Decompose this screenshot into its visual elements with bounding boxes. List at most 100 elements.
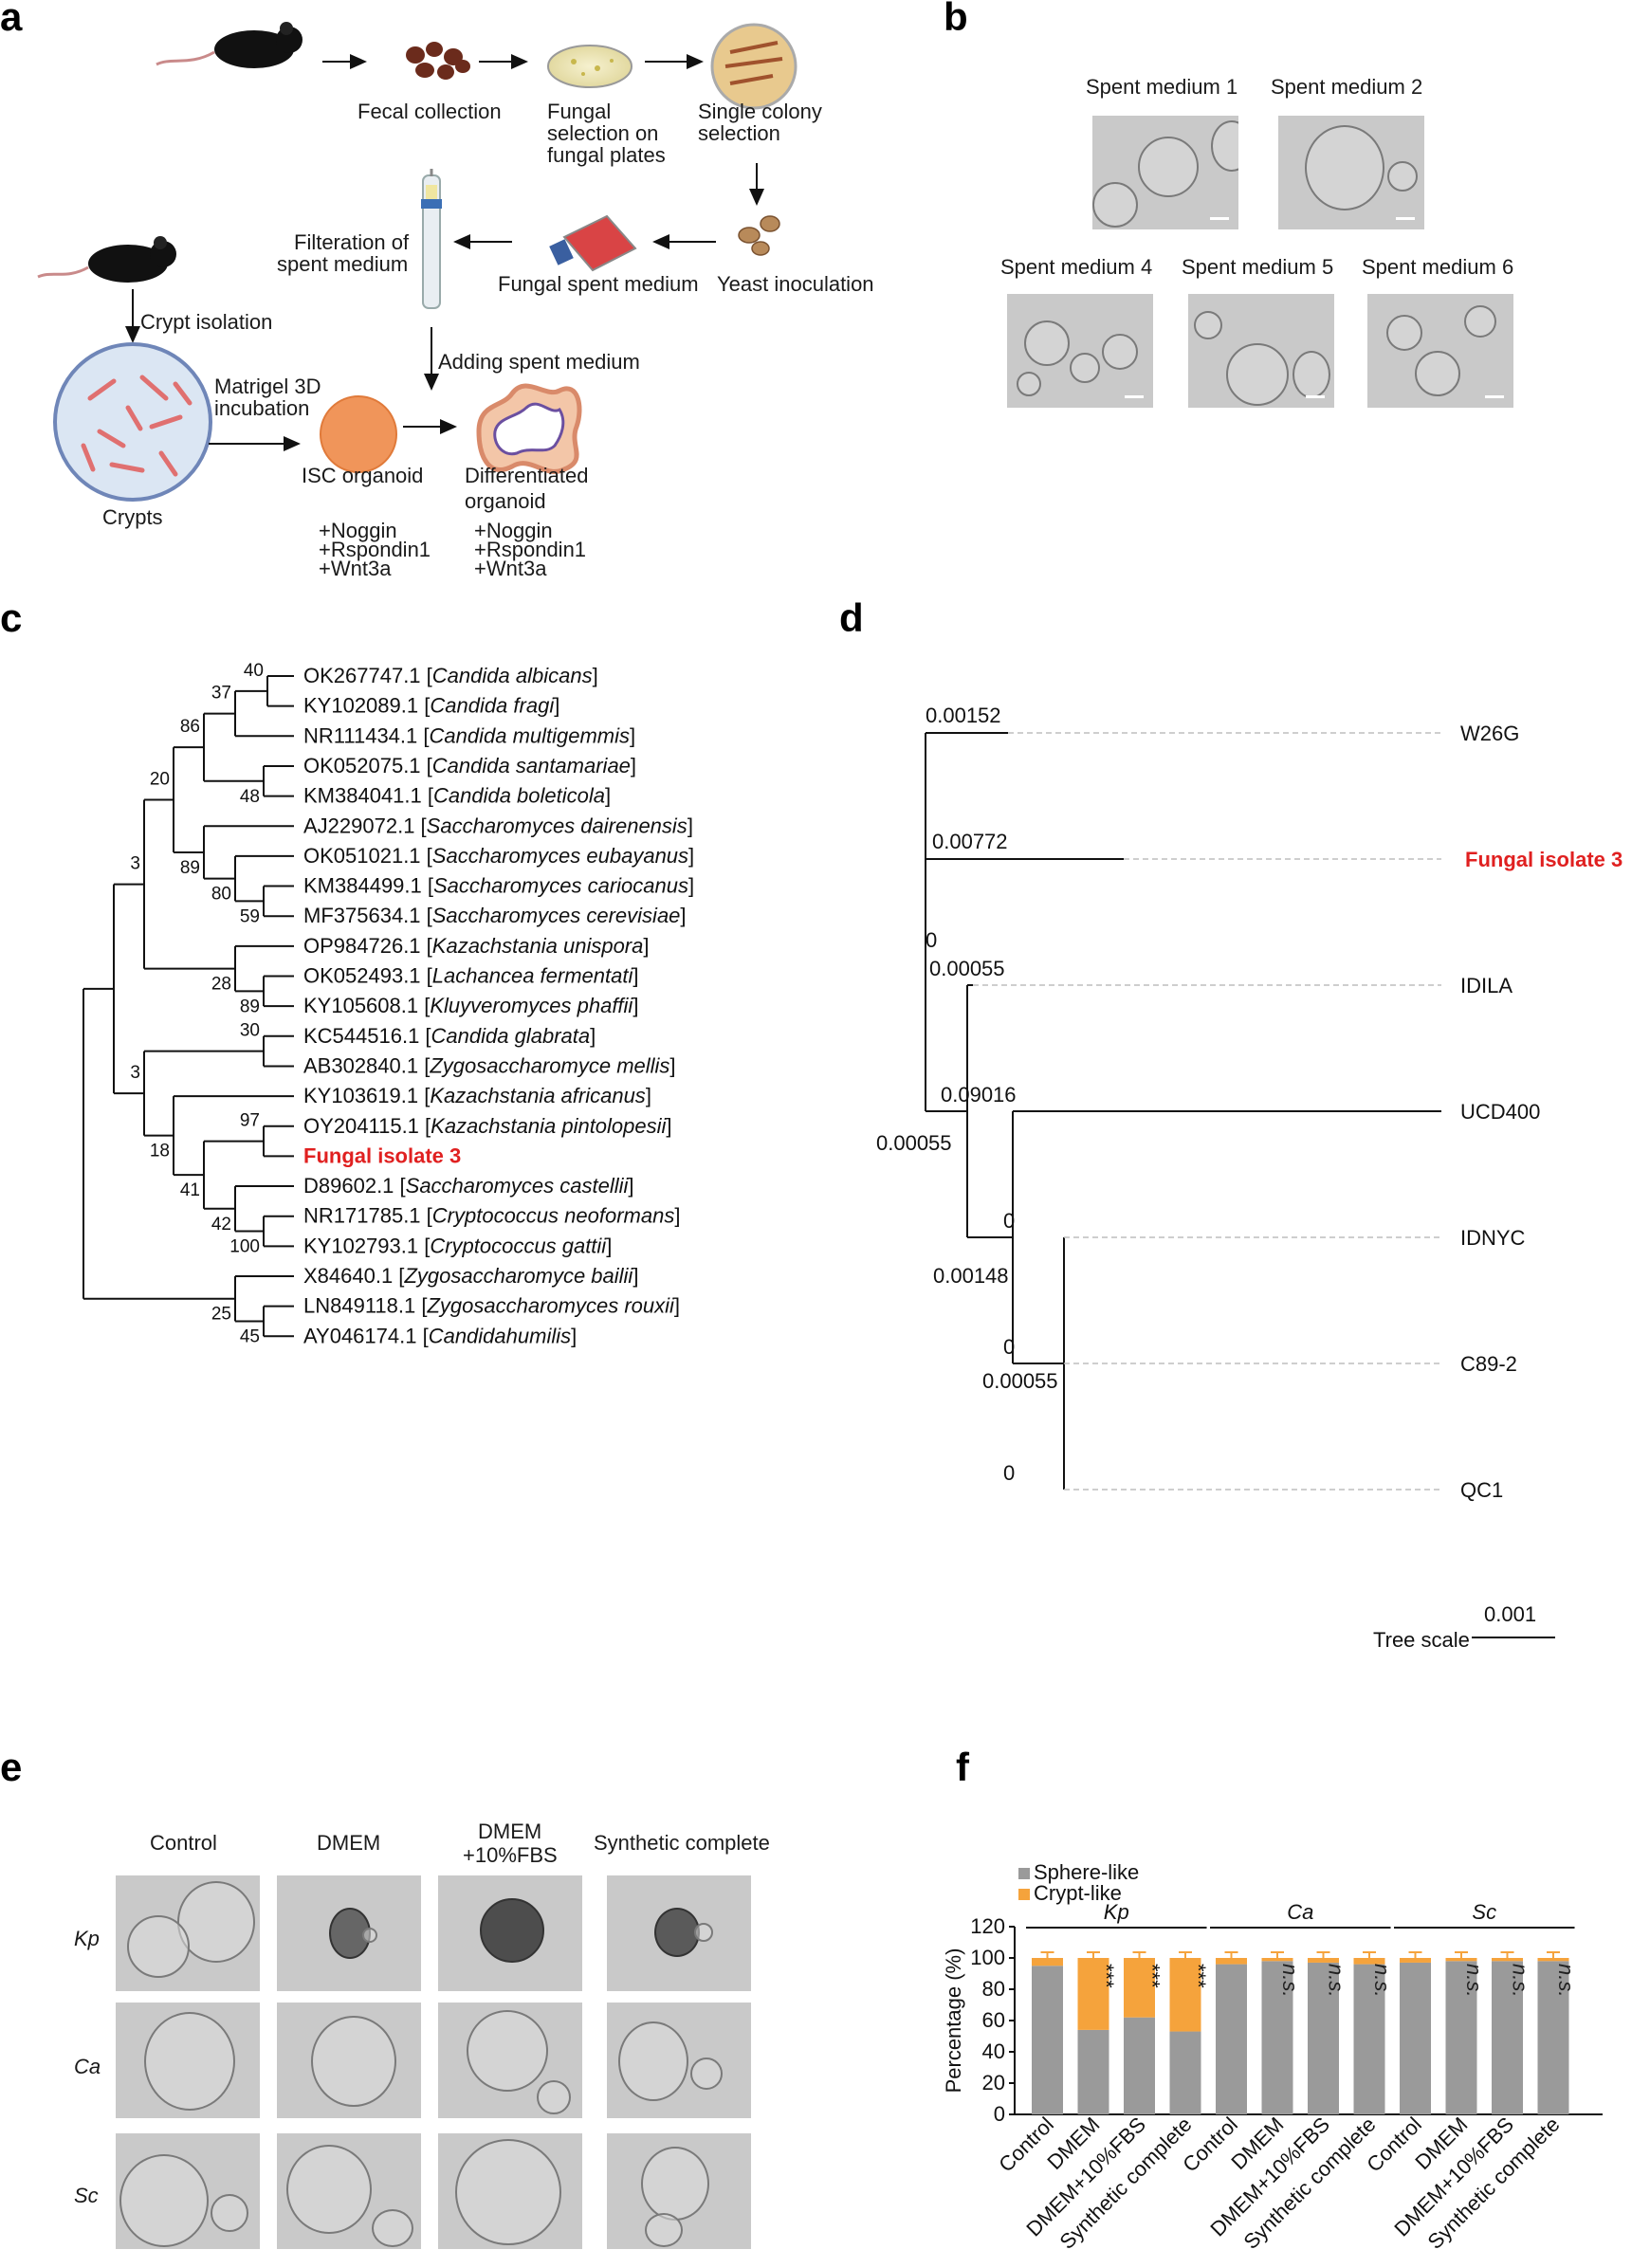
workflow-diagram [37,22,798,502]
b-title-4: Spent medium 4 [1000,255,1153,279]
e-image-sc-synthetic [607,2133,751,2249]
tree-c-leaf-label: NR111434.1 [Candida multigemmis] [303,723,635,747]
e-image-kp-control [116,1875,260,1991]
bar-annotation: n.s. [1278,1964,1302,1997]
label-fungal-selection-3: fungal plates [547,143,666,167]
crypts-illustration [53,342,212,502]
tree-c-leaf: D89602.1 [Saccharomyces castellii] [303,1174,634,1198]
tree-c-leaf: AJ229072.1 [Saccharomyces dairenensis] [303,814,693,837]
tree-c-leaf: KY105608.1 [Kluyveromyces phaffii] [303,994,638,1017]
tree-c-leaf: KY103619.1 [Kazachstania africanus] [303,1084,651,1107]
tree-c-leaf: KY102089.1 [Candida fragi] [303,694,559,718]
e-row-sc: Sc [74,2184,99,2207]
e-image-ca-control [116,2003,260,2118]
tree-c-leaf-label: AY046174.1 [Candidahumilis] [303,1324,577,1347]
label-noggin-left: +Noggin [319,519,397,542]
tree-c-leaf: MF375634.1 [Saccharomyces cerevisiae] [303,904,687,927]
tree-c-bootstrap: 3 [130,854,140,874]
bar-annotation: *** [1094,1964,1118,1988]
bar-crypt-like [1216,1958,1247,1965]
label-fungal-spent-medium: Fungal spent medium [498,272,699,296]
tree-c-leaf-label: NR171785.1 [Cryptococcus neoformans] [303,1204,680,1228]
e-image-sc-control [116,2133,260,2249]
group-label: Ca [1287,1900,1313,1924]
bar-annotation: n.s. [1509,1964,1532,1997]
label-crypts: Crypts [102,505,163,529]
bar-crypt-like [1492,1958,1523,1962]
bar-sphere-like [1353,1964,1385,2114]
bar-annotation: *** [1141,1964,1164,1988]
tree-d-branch-label: 0 [926,928,937,952]
tree-c-bootstrap: 42 [211,1215,231,1235]
tree-c-bootstrap: 59 [240,906,260,926]
bar-sphere-like [1169,2031,1201,2114]
panel-label-e: e [0,1745,23,1789]
tree-c-leaf-label: AB302840.1 [Zygosaccharomyce mellis] [303,1053,676,1077]
bar-crypt-like [1261,1958,1293,1962]
tree-c-leaf-label: OK052493.1 [Lachancea fermentati] [303,964,638,988]
tree-d-branch-label: 0.00055 [876,1131,952,1155]
tree-c-bootstrap: 28 [211,975,231,995]
e-row-ca: Ca [74,2055,101,2078]
tree-c-leaf: X84640.1 [Zygosaccharomyce bailii] [303,1264,638,1288]
bar-sphere-like [1124,2017,1155,2114]
tree-c-leaf-label: LN849118.1 [Zygosaccharomyces rouxii] [303,1294,680,1318]
panel-c-tree: 403786482089805932889303971841421002545 … [82,661,694,1347]
tree-c-bootstrap: 45 [240,1326,260,1346]
label-fecal-collection: Fecal collection [358,100,502,123]
tree-c-bootstrap: 37 [211,684,231,704]
bar-sphere-like [1445,1961,1477,2114]
bar-annotation: n.s. [1325,1964,1348,1997]
tree-c-leaf-label: AJ229072.1 [Saccharomyces dairenensis] [303,814,693,837]
label-differentiated-1: Differentiated [465,464,589,487]
y-tick-label: 120 [970,1914,1005,1938]
label-yeast-inoculation: Yeast inoculation [717,272,874,296]
e-col-dmem: DMEM [317,1831,381,1855]
panel-label-a: a [0,0,23,39]
isc-organoid-illustration [320,395,397,473]
bar-annotation: n.s. [1462,1964,1486,1997]
tree-c-bootstrap: 100 [229,1237,260,1257]
label-filtration-2: spent medium [277,252,409,276]
label-differentiated-2: organoid [465,489,546,513]
tree-c-leaf: KM384041.1 [Candida boleticola] [303,784,611,808]
bar-annotation: *** [1186,1964,1210,1988]
bar-crypt-like [1032,1958,1063,1966]
b-title-6: Spent medium 6 [1362,255,1514,279]
label-noggin-right: +Noggin [474,519,553,542]
tree-d-branch-label: 0.00148 [933,1264,1009,1288]
e-col-synthetic: Synthetic complete [594,1831,770,1855]
label-matrigel-1: Matrigel 3D [214,375,321,398]
label-single-colony-1: Single colony [698,100,822,123]
tree-d-leaf-label: W26G [1460,722,1519,745]
tree-c-leaf: KC544516.1 [Candida glabrata] [303,1024,596,1048]
bar-crypt-like [1537,1958,1569,1962]
tree-c-bootstrap: 80 [211,885,231,905]
tree-c-leaf-label: KY102793.1 [Cryptococcus gattii] [303,1234,612,1257]
tree-c-leaf-label: MF375634.1 [Saccharomyces cerevisiae] [303,904,687,927]
tree-c-leaf: AB302840.1 [Zygosaccharomyce mellis] [303,1053,676,1077]
bar-crypt-like [1353,1958,1385,1965]
tree-d-branch-label: 0.00152 [926,704,1001,727]
tree-d-leaf-label: IDNYC [1460,1226,1526,1250]
tree-d-branch-label: 0.00055 [929,957,1005,980]
e-image-kp-synthetic [607,1875,751,1991]
y-tick-label: 40 [982,2039,1005,2063]
bar-crypt-like [1169,1958,1201,2032]
panel-label-d: d [839,595,864,640]
label-fungal-selection-2: selection on [547,121,659,145]
panel-f-chart: Sphere-likeCrypt-like020406080100120Perc… [942,1860,1603,2254]
tree-c-leaf: KY102793.1 [Cryptococcus gattii] [303,1234,612,1257]
b-title-1: Spent medium 1 [1086,75,1238,99]
label-filtration-1: Filteration of [294,230,410,254]
tree-c-leaf: AY046174.1 [Candidahumilis] [303,1324,577,1347]
tree-c-leaf-label: OK267747.1 [Candida albicans] [303,664,598,687]
bar-sphere-like [1537,1961,1569,2114]
y-axis-label: Percentage (%) [942,1948,965,2094]
tree-c-bootstrap: 41 [180,1180,200,1200]
y-tick-label: 0 [994,2102,1005,2126]
group-label: Kp [1104,1900,1129,1924]
e-image-ca-dmem [277,2003,421,2118]
